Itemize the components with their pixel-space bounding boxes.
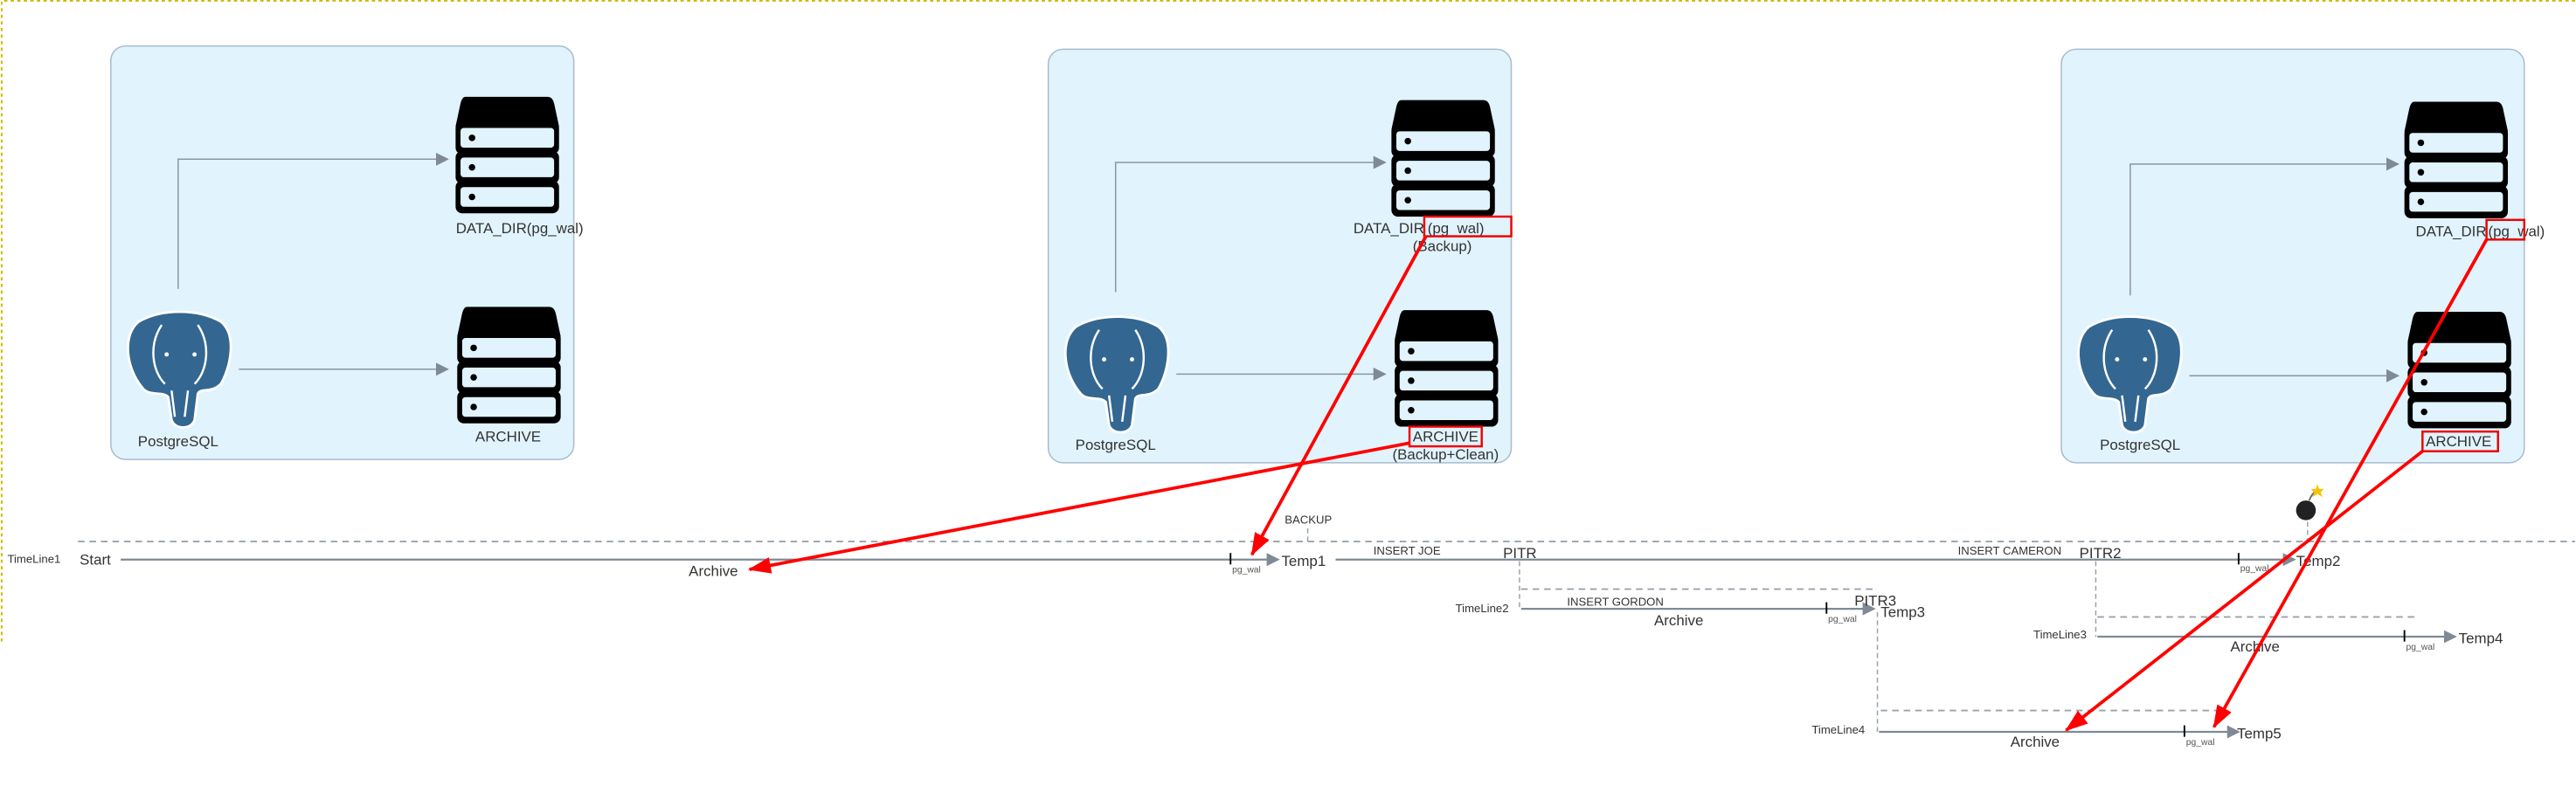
archive-highlight-box	[2421, 430, 2499, 452]
timeline1-label: TimeLine1	[7, 552, 60, 565]
temp5-label: Temp5	[2237, 726, 2282, 742]
postgresql-label: PostgreSQL	[1076, 437, 1156, 453]
temp1-label: Temp1	[1281, 553, 1326, 569]
archive-to-timeline4-arrow	[2065, 450, 2424, 732]
cluster-box-1[interactable]: DATA_DIR(pg_wal) ARCHIVE PostgreSQL	[110, 45, 584, 460]
timeline-area: TimeLine1 Start pg_wal Archive Temp1 BAC…	[7, 484, 2576, 750]
archive-label: ARCHIVE	[2426, 433, 2491, 450]
data-dir-label: DATA_DIR(pg_wal)	[456, 220, 584, 237]
archive-sublabel: (Backup+Clean)	[1393, 446, 1499, 463]
start-label: Start	[80, 551, 111, 568]
data-dir-server-icon	[455, 96, 559, 214]
data-dir-label: DATA_DIR	[2415, 224, 2486, 240]
archive-marker: Archive	[2011, 734, 2060, 750]
data-dir-sublabel: (Backup)	[1413, 238, 1472, 254]
pgwal-to-temp5-arrow	[2212, 238, 2489, 728]
insert-gordon-label: INSERT GORDON	[1567, 595, 1664, 608]
timeline2-label: TimeLine2	[1456, 602, 1509, 615]
pg-wal-marker: pg_wal	[2186, 738, 2215, 748]
red-annotation-arrows	[747, 235, 2489, 732]
archive-server-icon	[1395, 310, 1499, 427]
archive-server-icon	[457, 307, 561, 424]
timeline4-label: TimeLine4	[1811, 723, 1865, 736]
archive-marker: Archive	[2230, 638, 2279, 655]
archive-server-icon	[2407, 311, 2511, 429]
postgresql-label: PostgreSQL	[138, 433, 218, 450]
pg-wal-highlight: (pg_wal)	[1428, 220, 1485, 237]
pg-wal-highlight: (pg_wal)	[2488, 224, 2545, 240]
postgresql-label: PostgreSQL	[2100, 437, 2180, 453]
cluster-box-2[interactable]: DATA_DIR (pg_wal) (Backup) ARCHIVE (Back…	[1047, 48, 1513, 464]
bomb-icon	[2296, 484, 2324, 521]
archive-to-timeline1-arrow	[747, 441, 1410, 574]
pitr3-label: PITR3	[1854, 592, 1896, 609]
archive-highlight-box	[1408, 425, 1483, 448]
pg-wal-highlight-box	[1423, 215, 1513, 238]
pgwal-to-temp1-arrow	[1250, 235, 1428, 556]
timeline3-label: TimeLine3	[2033, 628, 2087, 641]
pitr-label: PITR	[1503, 545, 1537, 562]
archive-label: ARCHIVE	[1413, 428, 1478, 445]
archive-label: ARCHIVE	[475, 428, 541, 445]
pitr2-label: PITR2	[2080, 545, 2122, 562]
archive-marker: Archive	[1654, 612, 1703, 629]
pg-wal-marker: pg_wal	[1232, 566, 1261, 576]
cluster-box-3[interactable]: DATA_DIR (pg_wal) ARCHIVE PostgreSQL	[2060, 48, 2545, 464]
pg-wal-highlight-box	[2485, 218, 2526, 241]
pg-wal-marker: pg_wal	[2240, 564, 2269, 574]
data-dir-server-icon	[1391, 100, 1495, 217]
temp3-label: Temp3	[1880, 603, 1925, 620]
pg-wal-marker: pg_wal	[1828, 615, 1857, 624]
pg-wal-marker: pg_wal	[2406, 643, 2435, 652]
insert-cameron-label: INSERT CAMERON	[1958, 544, 2062, 557]
insert-joe-label: INSERT JOE	[1374, 544, 1441, 557]
backup-label: BACKUP	[1285, 513, 1332, 526]
archive-marker: Archive	[689, 562, 737, 579]
data-dir-label: DATA_DIR	[1354, 220, 1424, 237]
data-dir-server-icon	[2404, 101, 2509, 218]
temp4-label: Temp4	[2459, 631, 2503, 647]
